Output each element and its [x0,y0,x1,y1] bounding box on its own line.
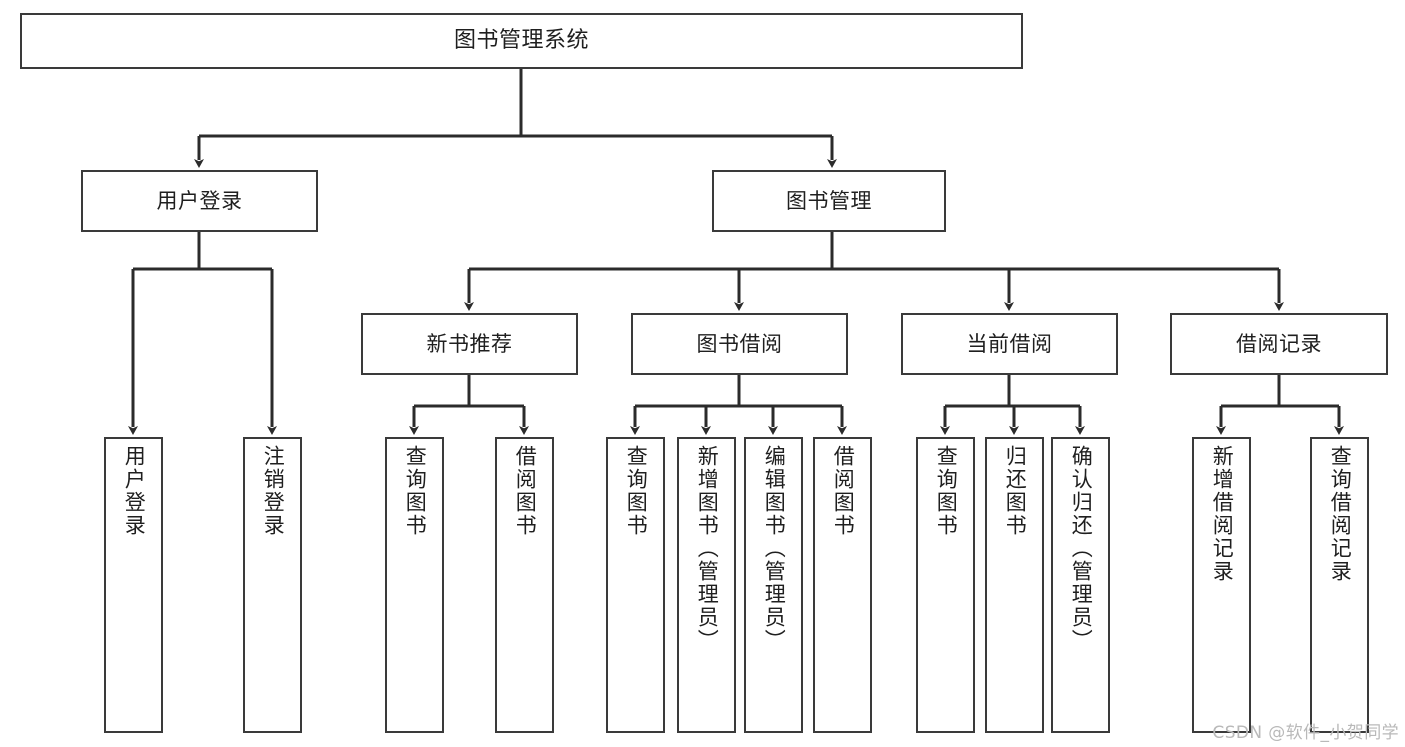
node-borrow-record[interactable]: 借阅记录 [1170,313,1388,375]
leaf-current-query-book[interactable]: 查询图书 [916,437,975,733]
leaf-borrow-edit-book[interactable]: 编辑图书（管理员） [744,437,803,733]
leaf-user-login-login[interactable]: 用户登录 [104,437,163,733]
leaf-recommend-borrow-book[interactable]: 借阅图书 [495,437,554,733]
node-label: 归还图书 [1003,445,1028,537]
leaf-borrow-add-book[interactable]: 新增图书（管理员） [677,437,736,733]
node-label: 查询图书 [934,445,959,537]
node-book-management[interactable]: 图书管理 [712,170,946,232]
node-label: 查询借阅记录 [1328,445,1353,583]
node-label: 用户登录 [122,445,147,537]
node-label: 图书管理系统 [453,28,589,54]
node-root-system[interactable]: 图书管理系统 [20,13,1023,69]
leaf-record-query-record[interactable]: 查询借阅记录 [1310,437,1369,733]
node-label: 借阅记录 [1236,331,1322,356]
leaf-borrow-borrow-book[interactable]: 借阅图书 [813,437,872,733]
node-label: 确认归还（管理员） [1069,445,1094,652]
node-label: 图书借阅 [696,331,783,356]
leaf-user-login-logout[interactable]: 注销登录 [243,437,302,733]
leaf-record-add-record[interactable]: 新增借阅记录 [1192,437,1251,733]
node-label: 借阅图书 [831,445,856,537]
leaf-current-confirm-return[interactable]: 确认归还（管理员） [1051,437,1110,733]
leaf-current-return-book[interactable]: 归还图书 [985,437,1044,733]
node-label: 编辑图书（管理员） [762,445,787,652]
node-label: 查询图书 [403,445,428,537]
node-label: 注销登录 [261,445,286,537]
node-user-login[interactable]: 用户登录 [81,170,318,232]
node-book-borrow[interactable]: 图书借阅 [631,313,848,375]
leaf-borrow-query-book[interactable]: 查询图书 [606,437,665,733]
node-label: 新增借阅记录 [1210,445,1235,583]
csdn-watermark: CSDN @软件_小贺同学 [1212,723,1399,743]
node-label: 借阅图书 [513,445,538,537]
leaf-recommend-query-book[interactable]: 查询图书 [385,437,444,733]
node-label: 新增图书（管理员） [695,445,720,652]
node-label: 当前借阅 [966,331,1053,356]
node-current-borrow[interactable]: 当前借阅 [901,313,1118,375]
node-label: 用户登录 [156,188,243,213]
node-label: 新书推荐 [426,331,513,356]
node-label: 图书管理 [786,188,872,213]
node-new-book-recommend[interactable]: 新书推荐 [361,313,578,375]
node-label: 查询图书 [624,445,649,537]
